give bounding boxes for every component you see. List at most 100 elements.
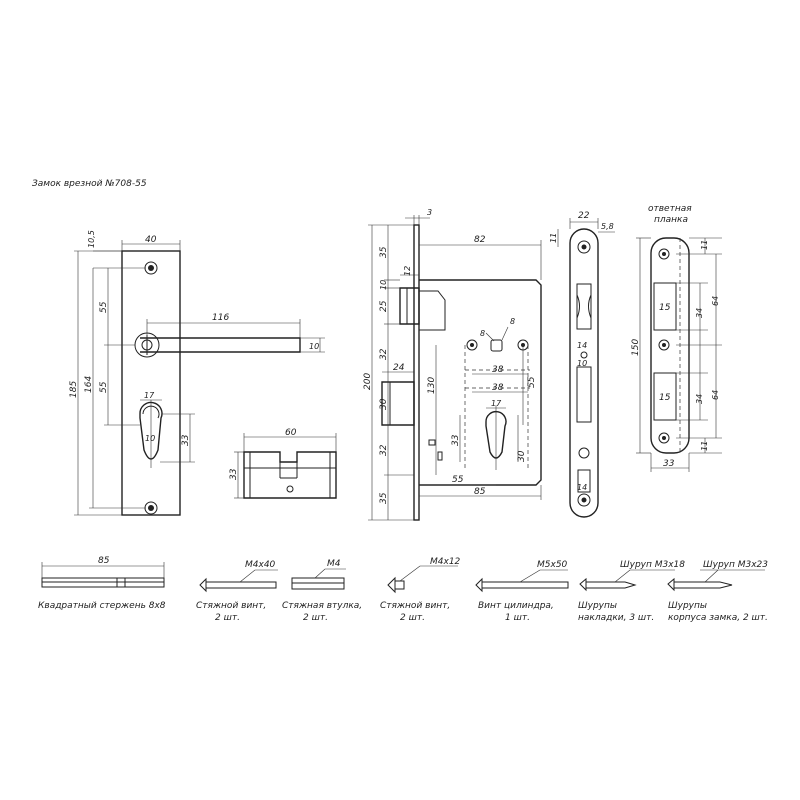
faceplate-screw-top xyxy=(577,240,591,254)
strike-title-line1: ответная xyxy=(648,204,692,214)
dim-latch-25: 25 xyxy=(379,300,389,312)
dim-spindle-8-right: 8 xyxy=(510,317,515,326)
part-6-name-line2: накладки, 3 шт. xyxy=(578,613,654,623)
dim-plate-offset: 10,5 xyxy=(87,230,96,248)
dim-body-inner-height: 130 xyxy=(427,377,437,394)
dim-cylinder-length: 60 xyxy=(285,428,297,438)
dim-cyl-33: 33 xyxy=(451,434,461,446)
dim-body-depth: 82 xyxy=(474,235,486,245)
dim-strike-11-top: 11 xyxy=(700,240,709,250)
part-4-spec: M4х12 xyxy=(430,557,461,567)
dim-55-vertical: 55 xyxy=(527,376,537,388)
lock-body-view: 3 82 200 35 10 25 32 30 32 35 12 24 130 xyxy=(363,208,542,521)
dim-strike-150: 150 xyxy=(631,339,641,356)
latch-bolt xyxy=(399,287,420,325)
lock-faceplate-side xyxy=(413,224,420,521)
faceplate-screw-bottom xyxy=(577,493,591,507)
dim-strike-15-top: 15 xyxy=(659,303,671,313)
strike-plate-view: ответная планка 150 11 15 34 xyxy=(631,204,722,472)
dead-bolt xyxy=(381,381,415,426)
dim-handle-length: 116 xyxy=(212,313,229,323)
dim-face-10: 10 xyxy=(577,359,587,368)
part-screw-m4x40: M4х40 Стяжной винт, 2 шт. xyxy=(196,560,278,623)
part-2-name-line1: Стяжной винт, xyxy=(196,601,266,611)
part-6-spec: Шуруп М3х18 xyxy=(620,560,685,570)
handle-plate-outline xyxy=(121,250,181,516)
dim-strike-34-top: 34 xyxy=(695,308,704,318)
part-5-name-line2: 1 шт. xyxy=(505,613,530,623)
dim-front-thickness: 3 xyxy=(427,208,432,217)
part-6-name-line1: Шурупы xyxy=(578,601,617,611)
part-4-name-line2: 2 шт. xyxy=(400,613,425,623)
dim-cyl-hole-width: 17 xyxy=(144,391,155,400)
dim-38-bottom: 38 xyxy=(492,383,504,393)
dim-face-5-8: 5,8 xyxy=(601,222,614,231)
part-5-spec: M5х50 xyxy=(537,560,568,570)
part-wood-screw-m3x18: Шуруп М3х18 Шурупы накладки, 3 шт. xyxy=(578,560,685,623)
dim-face-14-top: 14 xyxy=(577,341,587,350)
dim-55-bottom: 55 xyxy=(99,381,109,393)
dim-55-top: 55 xyxy=(99,301,109,313)
dim-strike-15-bottom: 15 xyxy=(659,393,671,403)
strike-title-line2: планка xyxy=(654,215,688,225)
dim-plate-height: 185 xyxy=(69,381,79,398)
part-4-name-line1: Стяжной винт, xyxy=(380,601,450,611)
dim-strike-width: 33 xyxy=(663,459,675,469)
handle-plate-view: 40 10,5 185 164 55 55 116 10 17 10 xyxy=(69,230,325,516)
parts-row: 85 Квадратный стержень 8х8 M4х40 Стяжной… xyxy=(38,556,768,623)
dim-38-top: 38 xyxy=(492,365,504,375)
part-3-name-line2: 2 шт. xyxy=(303,613,328,623)
part-5-name-line1: Винт цилиндра, xyxy=(478,601,554,611)
part-2-spec: M4х40 xyxy=(245,560,276,570)
dim-face-width: 22 xyxy=(578,211,590,221)
part-screw-m5x50: M5х50 Винт цилиндра, 1 шт. xyxy=(475,560,569,623)
dim-strike-11-bottom: 11 xyxy=(700,441,709,451)
spindle-holes xyxy=(466,339,529,352)
lock-case xyxy=(419,279,542,486)
dim-cyl-hole-10: 10 xyxy=(145,434,155,443)
drawing-title: Замок врезной №708-55 xyxy=(32,179,147,189)
part-3-name-line1: Стяжная втулка, xyxy=(282,601,362,611)
dim-latch-12: 12 xyxy=(403,266,412,276)
dim-face-14-bottom: 14 xyxy=(577,483,587,492)
dim-latch-10: 10 xyxy=(379,280,388,290)
part-7-spec: Шуруп М3х23 xyxy=(703,560,768,570)
faceplate-front-view: 22 5,8 11 14 10 14 xyxy=(549,211,615,518)
faceplate-outline xyxy=(569,228,599,518)
dim-cyl-30: 30 xyxy=(517,450,527,462)
part-2-name-line2: 2 шт. xyxy=(215,613,240,623)
part-3-spec: M4 xyxy=(327,559,341,569)
dim-strike-64-top: 64 xyxy=(711,296,720,306)
strike-plate-outline xyxy=(650,237,690,454)
dim-bolt-30: 30 xyxy=(379,398,389,410)
part-wood-screw-m3x23: Шуруп М3х23 Шурупы корпуса замка, 2 шт. xyxy=(667,560,768,623)
dim-gap-32-top: 32 xyxy=(379,348,389,360)
dim-cylinder-height: 33 xyxy=(229,468,239,480)
part-1-spec: 85 xyxy=(98,556,110,566)
plate-cylinder-hole xyxy=(139,400,163,468)
dim-depth-85: 85 xyxy=(474,487,486,497)
dim-bolt-24: 24 xyxy=(393,363,405,373)
dim-strike-34-bottom: 34 xyxy=(695,394,704,404)
dim-spindle-8-left: 8 xyxy=(480,329,485,338)
dim-handle-thickness: 10 xyxy=(309,342,319,351)
part-7-name-line1: Шурупы xyxy=(668,601,707,611)
dim-plate-width: 40 xyxy=(145,235,157,245)
dim-cyl-17: 17 xyxy=(491,399,502,408)
part-square-rod: 85 Квадратный стержень 8х8 xyxy=(38,556,166,611)
dim-gap-32-bottom: 32 xyxy=(379,444,389,456)
dim-body-height: 200 xyxy=(363,373,373,390)
dim-strike-64-bottom: 64 xyxy=(711,390,720,400)
dim-face-11: 11 xyxy=(549,233,558,243)
dim-cyl-hole-height: 33 xyxy=(181,434,191,446)
cylinder-view: 60 33 xyxy=(229,428,337,499)
part-bushing-m4: M4 Стяжная втулка, 2 шт. xyxy=(282,559,362,623)
dim-top-35: 35 xyxy=(379,246,389,258)
plate-screw-bottom xyxy=(144,501,158,515)
part-1-name: Квадратный стержень 8х8 xyxy=(38,601,166,611)
plate-screw-top xyxy=(144,261,158,275)
dim-plate-inner: 164 xyxy=(84,376,94,393)
door-handle xyxy=(134,332,301,358)
part-screw-m4x12: M4х12 Стяжной винт, 2 шт. xyxy=(380,557,461,623)
